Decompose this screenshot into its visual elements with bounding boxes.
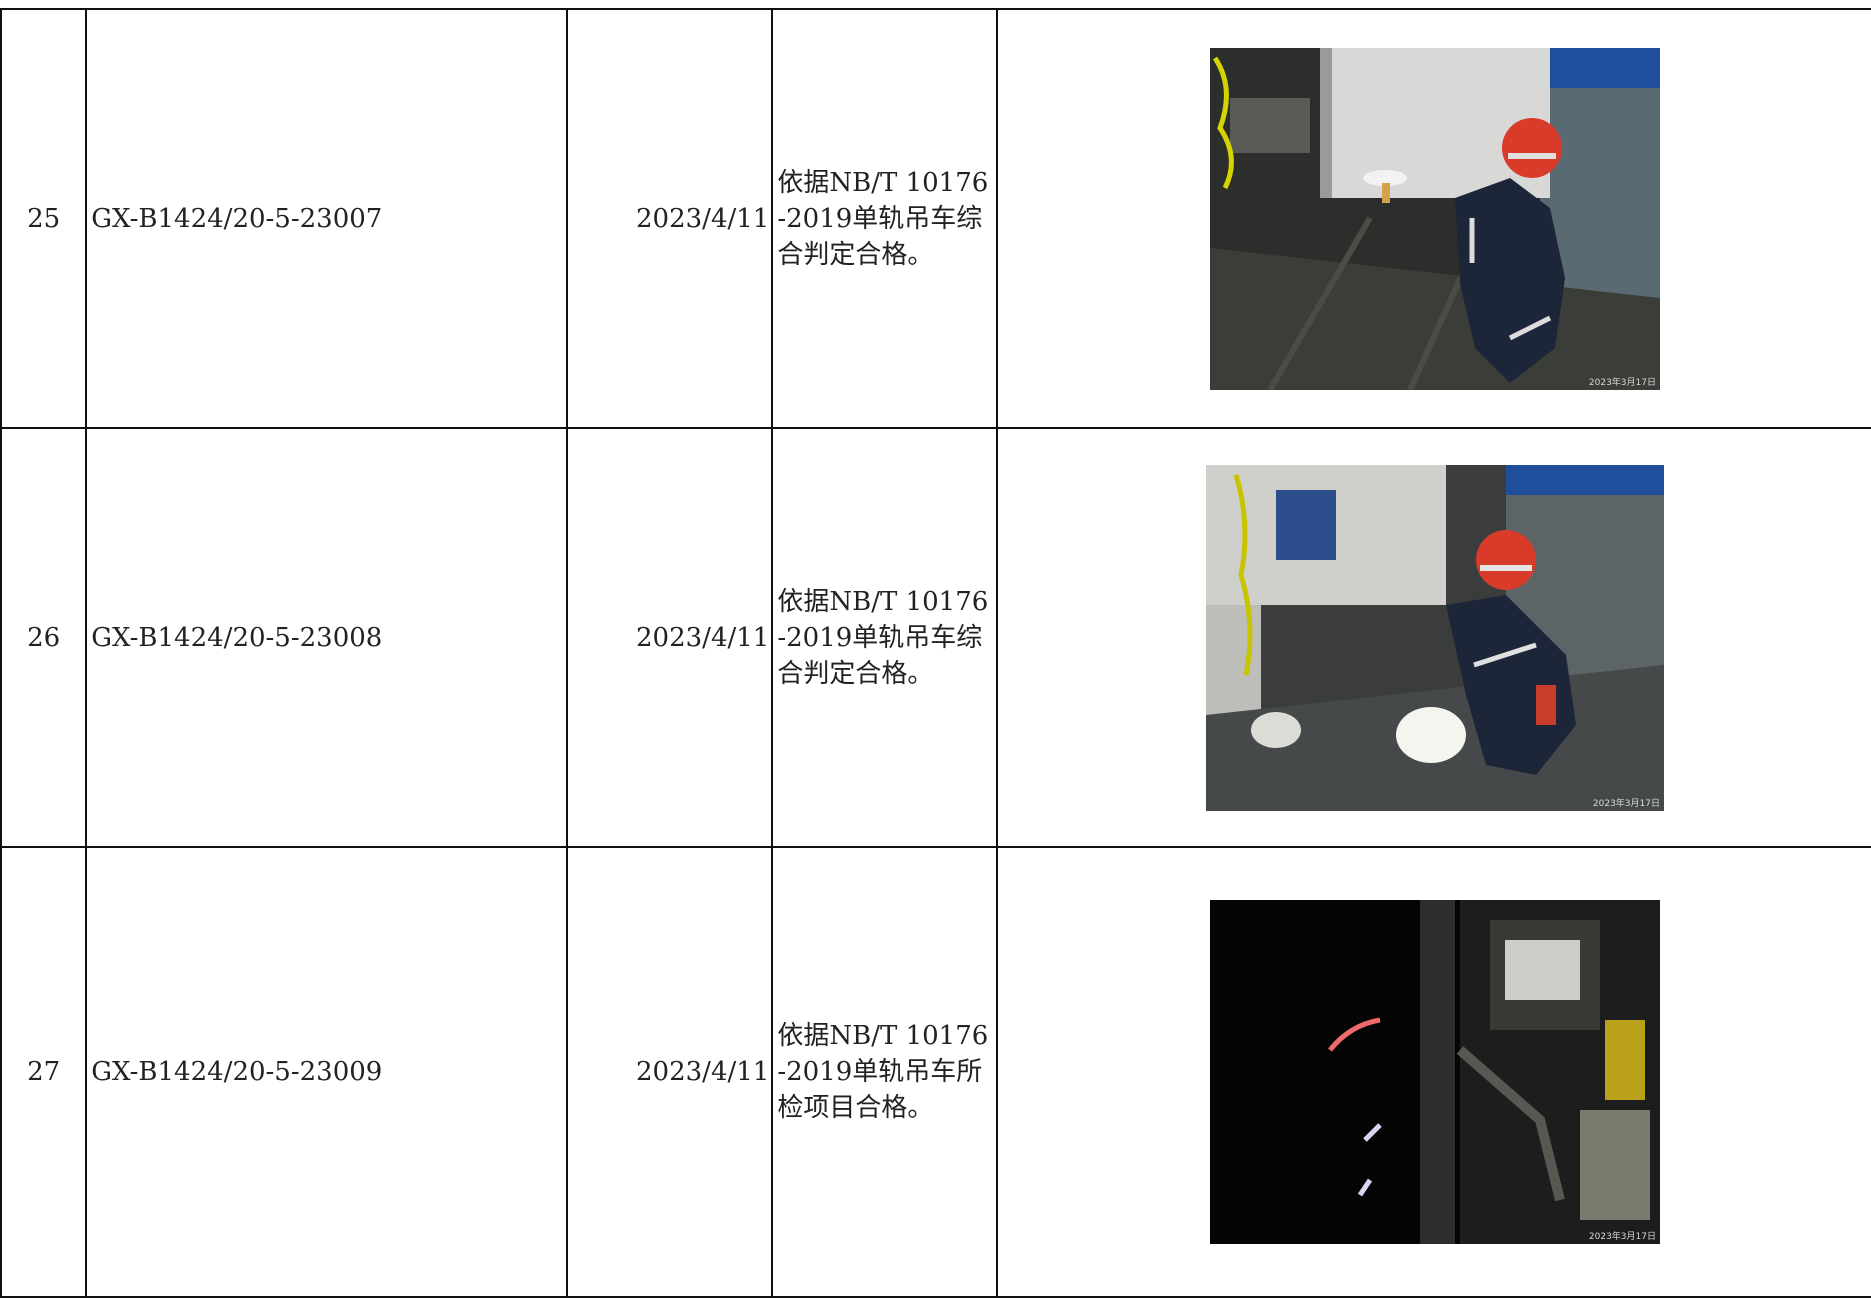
photo-timestamp: 2023年3月17日 xyxy=(1588,376,1655,388)
table-row: 27 GX-B1424/20-5-23009 2023/4/11 依据NB/T … xyxy=(0,846,1871,1298)
table-row: 26 GX-B1424/20-5-23008 2023/4/11 依据NB/T … xyxy=(0,427,1871,848)
inspection-photo: 2023年3月17日 xyxy=(1209,900,1660,1244)
row-number: 26 xyxy=(0,427,88,848)
inspection-date: 2023/4/11 xyxy=(566,427,774,848)
inspection-conclusion: 依据NB/T 10176-2019单轨吊车所检项目合格。 xyxy=(771,846,998,1298)
inspection-table: 25 GX-B1424/20-5-23007 2023/4/11 依据NB/T … xyxy=(0,8,1871,1298)
inspection-photo-cell: 2023年3月17日 xyxy=(996,427,1871,848)
inspection-conclusion: 依据NB/T 10176-2019单轨吊车综合判定合格。 xyxy=(771,427,998,848)
table-row: 25 GX-B1424/20-5-23007 2023/4/11 依据NB/T … xyxy=(0,8,1871,429)
row-number: 25 xyxy=(0,8,88,429)
equipment-model: GX-B1424/20-5-23008 xyxy=(85,427,569,848)
inspection-photo: 2023年3月17日 xyxy=(1205,464,1664,811)
photo-timestamp: 2023年3月17日 xyxy=(1592,797,1659,809)
inspection-date: 2023/4/11 xyxy=(566,8,774,429)
photo-timestamp: 2023年3月17日 xyxy=(1588,1230,1655,1242)
equipment-model: GX-B1424/20-5-23009 xyxy=(85,846,569,1298)
inspection-date: 2023/4/11 xyxy=(566,846,774,1298)
inspection-photo-cell: 2023年3月17日 xyxy=(996,8,1871,429)
inspection-photo: 2023年3月17日 xyxy=(1209,47,1660,390)
equipment-model: GX-B1424/20-5-23007 xyxy=(85,8,569,429)
inspection-photo-cell: 2023年3月17日 xyxy=(996,846,1871,1298)
row-number: 27 xyxy=(0,846,88,1298)
inspection-conclusion: 依据NB/T 10176-2019单轨吊车综合判定合格。 xyxy=(771,8,998,429)
